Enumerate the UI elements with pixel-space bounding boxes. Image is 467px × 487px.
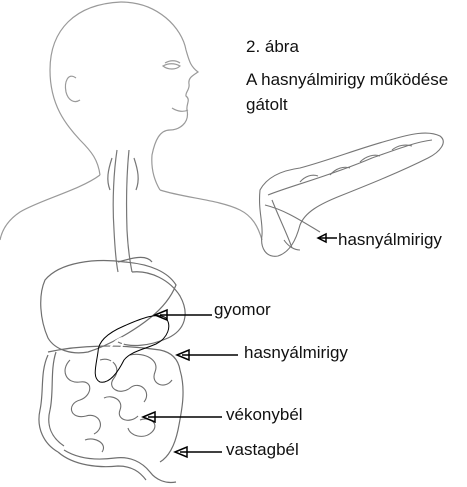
label-pancreas: hasnyálmirigy <box>244 343 348 363</box>
pancreas-highlighted <box>95 316 169 383</box>
pancreas-duct <box>104 336 128 378</box>
label-large-intestine: vastagbél <box>226 440 299 460</box>
body-outline <box>0 2 262 240</box>
label-small-intestine: vékonybél <box>226 405 303 425</box>
figure-caption: A hasnyálmirigy működése gátolt <box>246 67 456 117</box>
liver <box>41 257 176 352</box>
large-intestine <box>39 346 183 482</box>
label-pancreas-detail: hasnyálmirigy <box>338 230 442 250</box>
label-stomach: gyomor <box>214 300 271 320</box>
figure-number: 2. ábra <box>246 37 299 57</box>
esophagus <box>108 150 138 272</box>
